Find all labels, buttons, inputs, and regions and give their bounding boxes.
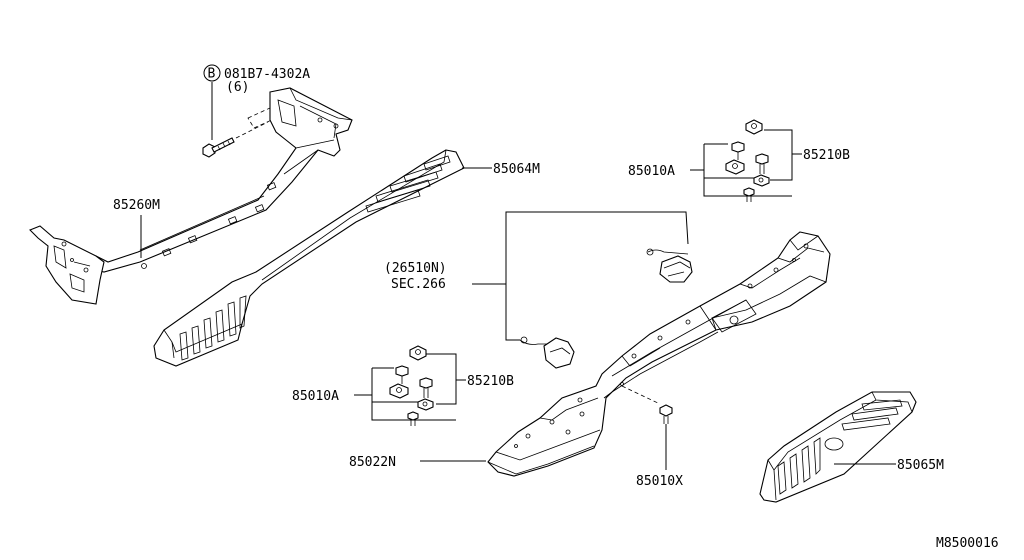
clip-upper-label: 85010A [628, 164, 675, 179]
step-pad-85065M [759, 391, 917, 503]
screw-85010X [621, 385, 673, 470]
bumper-label: 85022N [349, 455, 396, 470]
bumper-85022N [487, 231, 831, 477]
retainer-group-lower [371, 345, 457, 426]
retainer-lower-callouts: 85010A 85210B [292, 374, 514, 404]
nut-icon [745, 119, 763, 135]
clip-icon [395, 365, 409, 377]
retainer-upper-label: 85210B [803, 148, 850, 163]
nut-icon [409, 345, 427, 361]
harness-ref-label: (26510N) [384, 261, 447, 276]
diagram-code: M8500016 [936, 536, 999, 551]
license-lamp-left [519, 336, 575, 369]
circled-b-icon [203, 64, 221, 82]
license-lamp-right [646, 248, 693, 283]
bolt-code-label: 081B7-4302A [224, 67, 310, 82]
step-pad-upper-callout: 85064M [462, 162, 540, 177]
step-pad-upper-label: 85064M [493, 162, 540, 177]
step-pad-lower-label: 85065M [897, 458, 944, 473]
sec-ref-label: SEC.266 [391, 277, 446, 292]
clip-icon [731, 141, 745, 153]
bracket-callout: 85260M [113, 198, 160, 258]
bracket-85260M [29, 87, 353, 305]
bolt-qty-label: (6) [226, 80, 249, 95]
bolt-symbol: B [208, 67, 216, 82]
bolt-part [202, 107, 277, 158]
step-pad-85064M [153, 149, 465, 367]
bumper-callout: 85022N [349, 455, 486, 470]
retainer-lower-label: 85210B [467, 374, 514, 389]
screw-label: 85010X [636, 474, 683, 489]
step-pad-lower-callout: 85065M [834, 458, 944, 473]
harness-callout: (26510N) SEC.266 [384, 211, 689, 341]
retainer-icon [725, 159, 745, 175]
retainer-upper-callouts: 85010A 85210B [628, 148, 850, 179]
bolt-callout: B 081B7-4302A (6) [203, 64, 310, 140]
retainer-group-upper [703, 119, 793, 202]
bracket-label: 85260M [113, 198, 160, 213]
retainer-icon [389, 383, 409, 399]
clip-lower-label: 85010A [292, 389, 339, 404]
